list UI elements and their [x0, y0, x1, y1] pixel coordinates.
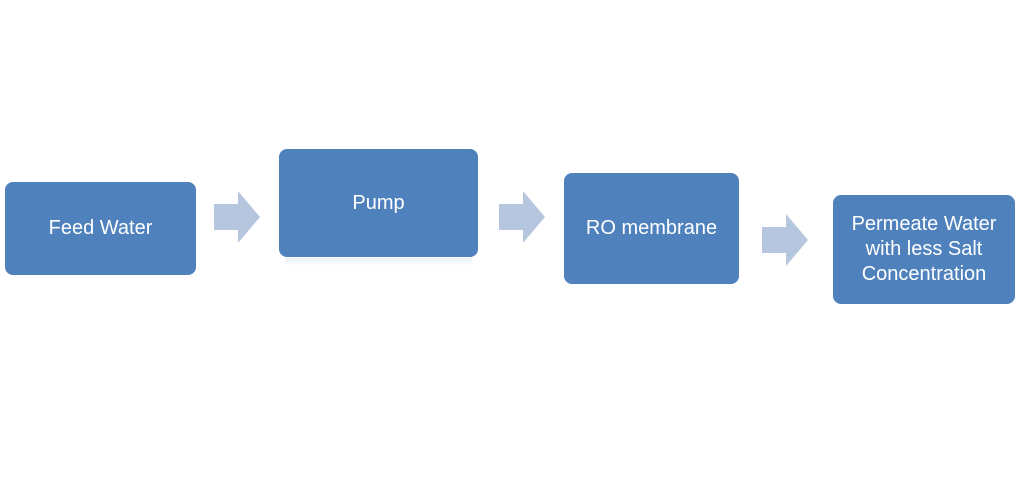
- node-pump: Pump: [279, 149, 478, 257]
- node-permeate-line-1: Permeate Water: [851, 213, 997, 235]
- node-permeate-line-2: with less Salt: [865, 238, 983, 260]
- right-arrow-icon: [214, 191, 260, 243]
- node-ro-membrane: RO membrane: [564, 173, 739, 284]
- node-ro-membrane-label: RO membrane: [585, 217, 718, 239]
- node-pump-reflection: [285, 258, 472, 266]
- node-feed-water-label: Feed Water: [48, 217, 153, 239]
- node-permeate-line-3: Concentration: [861, 263, 987, 285]
- node-feed-water: Feed Water: [5, 182, 196, 275]
- node-pump-label: Pump: [352, 192, 405, 214]
- node-permeate-water: Permeate Water with less Salt Concentrat…: [833, 195, 1015, 304]
- right-arrow-icon: [499, 191, 545, 243]
- right-arrow-icon: [762, 214, 808, 266]
